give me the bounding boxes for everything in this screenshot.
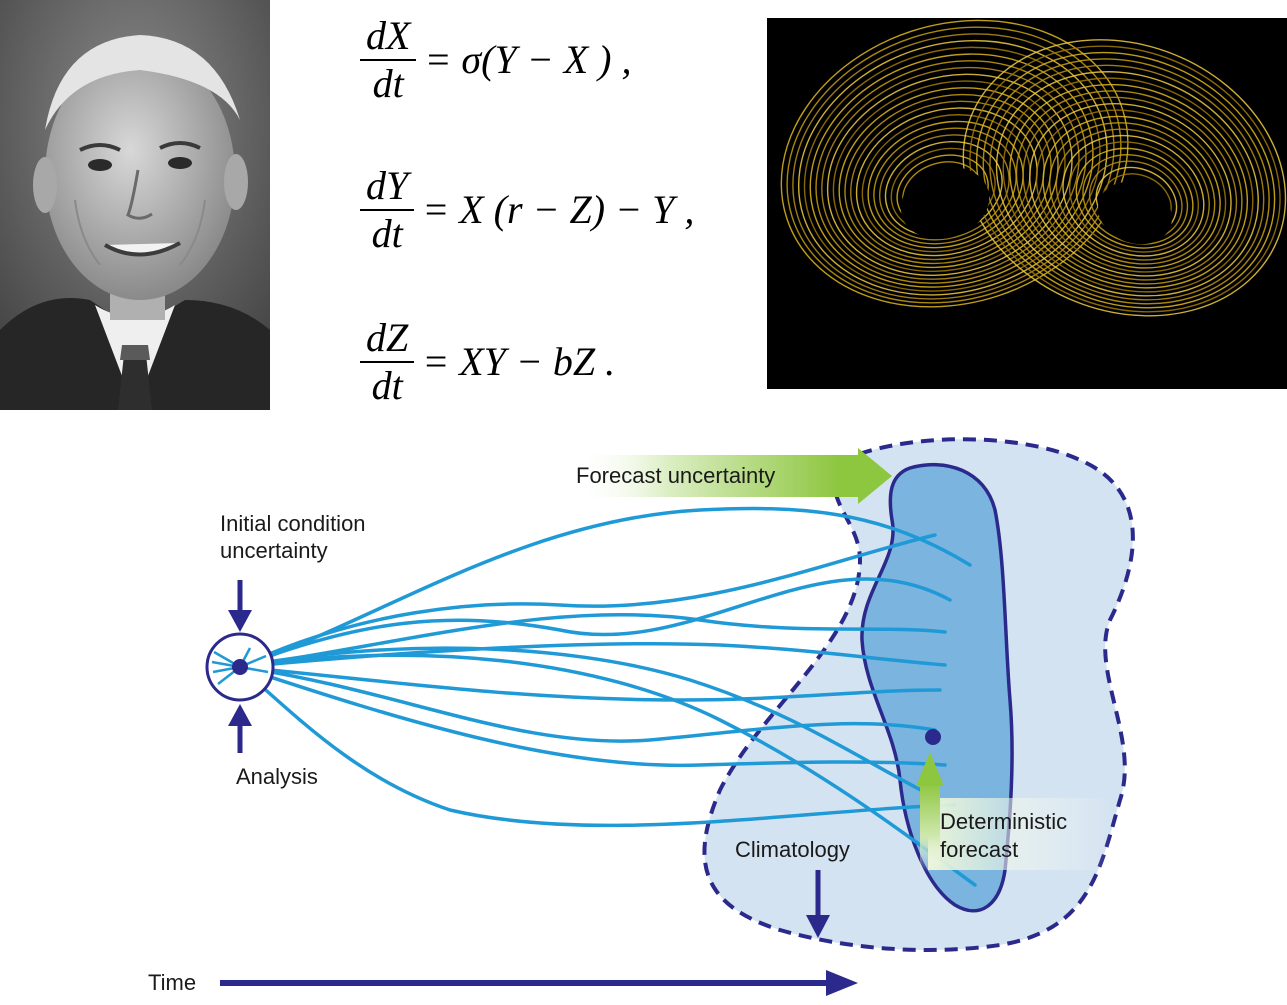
attractor-right-loop bbox=[1049, 122, 1216, 265]
climatology-arrow bbox=[806, 915, 830, 938]
attractor-left-loop bbox=[826, 73, 1073, 276]
fraction-bar bbox=[360, 59, 417, 61]
attractor-left-loop bbox=[821, 66, 1080, 280]
attractor-right-loop bbox=[1015, 90, 1243, 285]
attractor-left-loop bbox=[867, 120, 1024, 249]
climatology-label: Climatology bbox=[735, 837, 850, 862]
deterministic-forecast-label-line1: Deterministic bbox=[940, 809, 1067, 834]
attractor-right-loop bbox=[1082, 154, 1189, 245]
attractor-left-loop bbox=[809, 53, 1094, 288]
fraction-dy-dt: dY dt bbox=[360, 163, 415, 257]
attractor-left-loop bbox=[786, 26, 1122, 304]
deterministic-forecast-arrow bbox=[916, 752, 944, 786]
attractor-left-loop bbox=[780, 19, 1129, 308]
initial-condition-arrow bbox=[228, 610, 252, 632]
trajectory-2 bbox=[238, 577, 952, 669]
denominator: dt bbox=[371, 211, 403, 256]
attractor-right-loop bbox=[1075, 147, 1194, 249]
initial-condition-label-line2: uncertainty bbox=[220, 538, 328, 563]
analysis-arrow bbox=[228, 704, 252, 726]
numerator: dX bbox=[366, 13, 411, 58]
attractor-left-loop bbox=[797, 39, 1108, 296]
time-label: Time bbox=[148, 970, 196, 995]
attractor-right-loop bbox=[1009, 83, 1249, 289]
attractor-left-eye bbox=[900, 166, 990, 240]
trajectory-7 bbox=[238, 665, 947, 768]
attractor-left-loop bbox=[803, 46, 1101, 292]
attractor-left-loop bbox=[873, 127, 1017, 245]
attractor-left-loop bbox=[815, 60, 1087, 284]
attractor-left-loop bbox=[832, 80, 1066, 273]
attractor-right-loop bbox=[995, 71, 1259, 297]
attractor-left-loop bbox=[861, 114, 1031, 253]
attractor-right-loop bbox=[1022, 96, 1238, 281]
attractor-right-loop bbox=[1068, 141, 1200, 253]
forecast-uncertainty-label: Forecast uncertainty bbox=[576, 463, 775, 488]
initial-condition-label-line1: Initial condition bbox=[220, 511, 366, 536]
attractor-right-loop bbox=[1002, 77, 1254, 293]
fraction-bar bbox=[360, 209, 415, 211]
trajectory-8 bbox=[238, 646, 942, 802]
denominator: dt bbox=[371, 363, 403, 408]
lorenz-attractor-image bbox=[767, 18, 1287, 389]
attractor-right-loop bbox=[982, 58, 1270, 305]
time-axis-arrow bbox=[826, 970, 858, 996]
equation-dy: dY dt = X (r − Z) − Y , bbox=[360, 160, 694, 260]
portrait-photo bbox=[0, 0, 270, 410]
trajectory-1 bbox=[238, 506, 972, 669]
deterministic-forecast-point bbox=[925, 729, 941, 745]
attractor-right-loop bbox=[989, 64, 1265, 301]
attractor-left-loop bbox=[844, 93, 1052, 265]
attractor-right-loop bbox=[1029, 102, 1232, 277]
ensemble-trajectories bbox=[238, 506, 977, 887]
forecast-uncertainty-band bbox=[575, 455, 840, 497]
numerator: dZ bbox=[366, 315, 409, 360]
attractor-left-loop bbox=[792, 33, 1115, 300]
forecast-uncertainty-arrow bbox=[840, 448, 892, 504]
fraction-dz-dt: dZ dt bbox=[360, 315, 415, 409]
ensemble-forecast-diagram: Forecast uncertainty Deterministic forec… bbox=[148, 437, 1135, 996]
trajectory-10 bbox=[238, 653, 977, 887]
attractor-right-loop bbox=[975, 51, 1276, 309]
equation-dx: dX dt = σ(Y − X ) , bbox=[360, 10, 631, 110]
equation-rhs: = XY − bZ . bbox=[422, 339, 616, 384]
deterministic-forecast-label-line2: forecast bbox=[940, 837, 1018, 862]
trajectory-6 bbox=[238, 665, 937, 743]
trajectory-9 bbox=[238, 665, 957, 828]
numerator: dY bbox=[366, 163, 409, 208]
deterministic-forecast-box bbox=[928, 798, 1113, 870]
attractor-left-loop bbox=[850, 100, 1045, 261]
attractor-right-loop bbox=[962, 39, 1287, 317]
attractor-right-loop bbox=[1035, 109, 1227, 273]
equation-rhs: = X (r − Z) − Y , bbox=[422, 187, 695, 232]
lorenz-equations: dX dt = σ(Y − X ) , dY dt = X (r − Z) − … bbox=[360, 10, 720, 420]
equation-dz: dZ dt = XY − bZ . bbox=[360, 312, 615, 412]
attractor-left-loop bbox=[878, 134, 1010, 241]
analysis-label: Analysis bbox=[236, 764, 318, 789]
analysis-point bbox=[232, 659, 248, 675]
attractor-left-loop bbox=[838, 87, 1059, 269]
trajectory-5 bbox=[238, 665, 942, 702]
trajectory-11 bbox=[238, 533, 937, 669]
fraction-dx-dt: dX dt bbox=[360, 13, 417, 107]
attractor-right-loop bbox=[969, 45, 1281, 313]
attractor-right-loop bbox=[1062, 134, 1205, 257]
denominator: dt bbox=[372, 61, 404, 106]
equation-rhs: = σ(Y − X ) , bbox=[424, 37, 632, 82]
fraction-bar bbox=[360, 361, 415, 363]
attractor-right-loop bbox=[1042, 115, 1221, 269]
trajectory-3 bbox=[238, 612, 947, 669]
attractor-right-loop bbox=[1055, 128, 1210, 261]
attractor-right-eye bbox=[1098, 181, 1172, 245]
